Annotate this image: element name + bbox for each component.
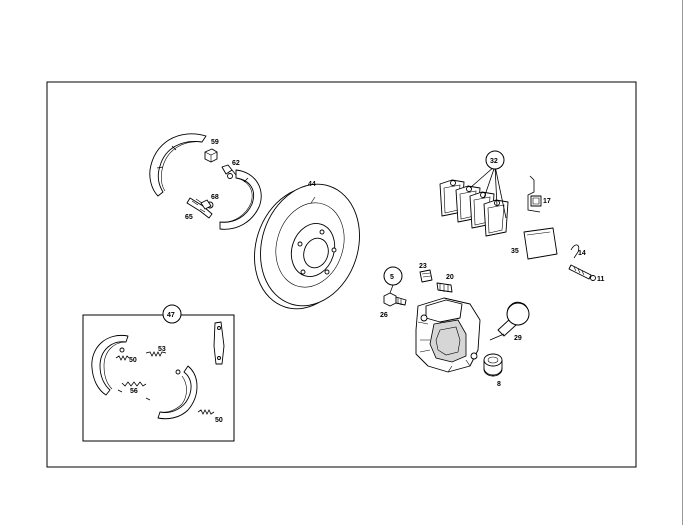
callout-35: 35: [511, 248, 519, 255]
brake-pads-32: [439, 179, 509, 237]
spring-part-62: [221, 164, 237, 176]
callout-56: 56: [130, 388, 138, 395]
caliper-bolt-26: [383, 292, 407, 307]
callout-17: 17: [543, 198, 551, 205]
adjuster-assembly-65: [186, 197, 213, 219]
brake-caliper: [415, 297, 481, 373]
spring-clip-14: [570, 244, 580, 259]
callout-29: 29: [514, 335, 522, 342]
inset-lever: [213, 321, 225, 365]
callout-11: 11: [597, 276, 605, 283]
inset-spring-53: [145, 351, 167, 357]
callout-26: 26: [380, 312, 388, 319]
inset-frame: [82, 314, 235, 442]
callout-5: 5: [390, 274, 394, 281]
callout-14: 14: [578, 250, 586, 257]
inset-spring-50a: [115, 355, 130, 361]
callout-53: 53: [158, 346, 166, 353]
inset-spring-50b: [197, 409, 215, 415]
brake-disc-44: [254, 183, 360, 310]
callout-47: 47: [167, 312, 175, 319]
retaining-clip-17: [527, 175, 542, 213]
callout-20: 20: [446, 274, 454, 281]
brake-shoe-upper: [149, 133, 207, 197]
callout-62: 62: [232, 160, 240, 167]
callout-68: 68: [211, 194, 219, 201]
brake-shoe-lower: [219, 169, 262, 230]
bleeder-cap-20: [436, 282, 453, 293]
callout-circle-32: [485, 150, 505, 170]
callout-circle-29: [506, 302, 530, 326]
outer-frame: [46, 81, 637, 468]
guide-pin-11: [568, 264, 596, 281]
callout-65: 65: [185, 214, 193, 221]
callout-23: 23: [419, 263, 427, 270]
callout-50-lower: 50: [215, 417, 223, 424]
shim-plate-35: [523, 227, 558, 260]
inset-shoe-right: [157, 365, 198, 420]
callout-circle-47: [162, 304, 182, 324]
callout-44: 44: [308, 181, 316, 188]
bleeder-screw-23: [419, 269, 433, 283]
callout-32: 32: [490, 158, 498, 165]
callout-59: 59: [211, 139, 219, 146]
callout-50-upper: 50: [129, 357, 137, 364]
piston-8: [483, 353, 503, 377]
adjuster-nut-59: [204, 148, 218, 163]
inset-shoe-left: [91, 334, 129, 396]
window-edge: [682, 0, 683, 525]
callout-8: 8: [497, 381, 501, 388]
inset-spring-56: [117, 381, 151, 401]
